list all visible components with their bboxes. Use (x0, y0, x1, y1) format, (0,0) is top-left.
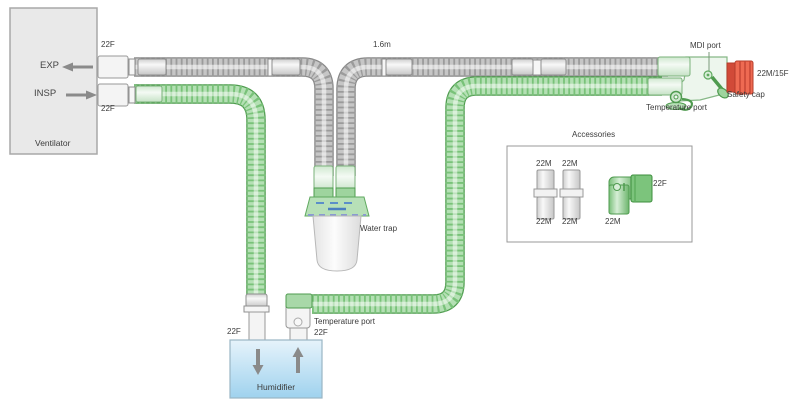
water-trap-label: Water trap (360, 224, 398, 233)
elbow-adapter (608, 174, 653, 215)
elbow-male-size-label: 22M (605, 217, 621, 226)
tube-length-label: 1.6m (373, 40, 391, 49)
humidifier-outlet-size-label: 22F (314, 328, 328, 337)
ventilator-label: Ventilator (35, 138, 71, 148)
adapter1-top-size-label: 22M (536, 159, 552, 168)
straight-adapter-2 (559, 169, 584, 220)
humidifier-outlet-arrow-icon (292, 347, 304, 373)
patient-connector-label: 22M/15F (757, 69, 789, 78)
adapter2-bottom-size-label: 22M (562, 217, 578, 226)
humidifier-box (229, 339, 323, 399)
humidifier-inlet-arrow-icon (252, 349, 264, 375)
elbow-female-size-label: 22F (653, 179, 667, 188)
patient-wye (647, 56, 728, 102)
exp-port-connector (97, 55, 136, 79)
mdi-port-icon (703, 52, 713, 80)
insp-label: INSP (34, 88, 57, 99)
adapter1-bottom-size-label: 22M (536, 217, 552, 226)
humidifier-inlet-size-label: 22F (227, 327, 241, 336)
insp-port-size-label: 22F (101, 104, 115, 113)
exp-label: EXP (40, 60, 60, 71)
patient-connector-22m15f (726, 60, 754, 95)
inspiratory-tube-limb-1 (134, 94, 256, 298)
exp-arrow-icon (62, 62, 93, 72)
safety-cap-label: Safety cap (727, 90, 765, 99)
expiratory-tube-joints (137, 58, 567, 77)
expiratory-tube-limb-1 (134, 67, 324, 176)
exp-port-size-label: 22F (101, 40, 115, 49)
insp-arrow-icon (66, 90, 97, 100)
wye-temperature-port-label: Temperature port (646, 103, 707, 112)
insp-port-connector (97, 83, 136, 107)
humidifier-temperature-port-label: Temperature port (314, 317, 375, 326)
mdi-port-label: MDI port (690, 41, 721, 50)
accessories-title: Accessories (572, 130, 616, 139)
water-trap (304, 165, 370, 272)
safety-cap-icon (710, 75, 729, 99)
humidifier-label: Humidifier (256, 382, 296, 392)
straight-adapter-1 (533, 169, 558, 220)
ventilator-box (9, 7, 98, 155)
inspiratory-tube-end-connector (243, 293, 270, 343)
humidifier-outlet-elbow (285, 293, 313, 343)
wye-temperature-port-icon (665, 90, 694, 111)
adapter2-top-size-label: 22M (562, 159, 578, 168)
